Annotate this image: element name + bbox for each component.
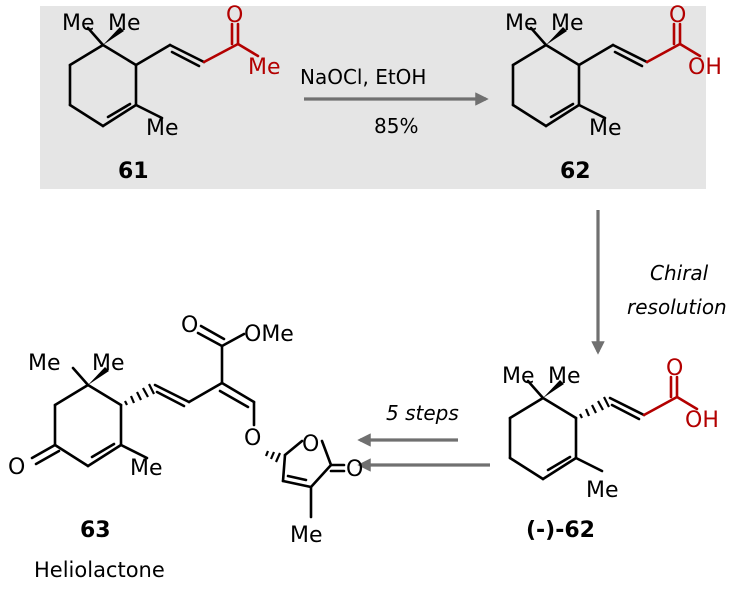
atom-me: Me (589, 116, 622, 141)
condition-line: resolution (627, 295, 727, 319)
atom-me: Me (502, 364, 535, 389)
atom-o: O (346, 457, 363, 482)
atom-me: Me (248, 55, 281, 80)
atom-me: Me (28, 351, 61, 376)
steps-label: 5 steps (386, 401, 459, 425)
atom-me: Me (290, 523, 323, 548)
atom-o: O (8, 455, 25, 480)
atom-o: O (666, 356, 683, 381)
compound-number: 62 (560, 159, 591, 184)
atom-o: O (669, 3, 686, 28)
atom-me: Me (586, 478, 619, 503)
atom-me: Me (130, 456, 163, 481)
atom-o: O (181, 313, 198, 338)
compound-number: (-)-62 (526, 518, 595, 543)
compound-62: Me Me Me O OH 62 (505, 3, 722, 184)
atom-oh: OH (688, 55, 722, 80)
atom-me: Me (548, 364, 581, 389)
compound-63: Me Me Me O O OMe O O O Me 63 Heliolacton… (8, 313, 363, 582)
compound-number: 61 (118, 159, 149, 184)
compound-61: Me Me Me O Me 61 (62, 3, 281, 184)
atom-me: Me (146, 116, 179, 141)
atom-me: Me (505, 11, 538, 36)
yield-label: 85% (374, 114, 418, 138)
atom-o: O (244, 426, 261, 451)
compound-62-resolved: Me Me Me O OH (-)-62 (502, 356, 719, 543)
atom-me: Me (92, 351, 125, 376)
condition-line: Chiral (650, 261, 709, 285)
reagents-label: NaOCl, EtOH (300, 65, 426, 89)
atom-ome: OMe (244, 322, 294, 347)
atom-me: Me (108, 11, 141, 36)
atom-o: O (302, 432, 319, 457)
atom-me: Me (62, 11, 95, 36)
compound-number: 63 (80, 518, 111, 543)
atom-oh: OH (685, 408, 719, 433)
compound-name: Heliolactone (34, 558, 165, 582)
atom-me: Me (551, 11, 584, 36)
atom-o: O (226, 3, 243, 28)
